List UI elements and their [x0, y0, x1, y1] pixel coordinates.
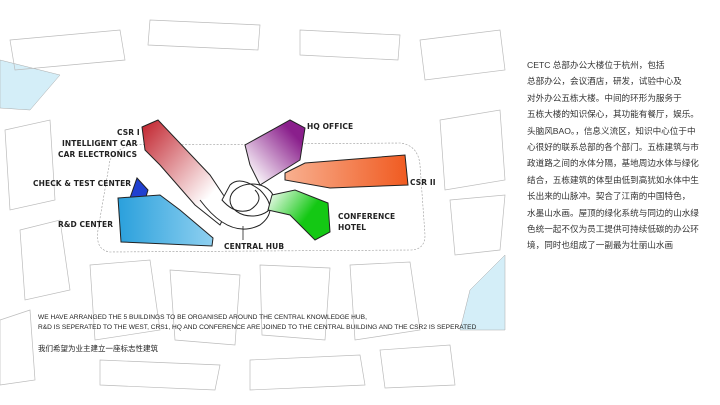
river-top-left — [0, 59, 61, 111]
project-description: CETC 总部办公大楼位于杭州，包括 总部办公，会议酒店，研发，试验中心及 对外… — [527, 57, 717, 254]
label-csr1: CSR I — [117, 128, 140, 137]
description-line: 境，同时也组成了一副最为壮丽山水画 — [527, 240, 674, 251]
description-line: 对外办公五栋大楼。中间的环形为服务于 — [527, 92, 682, 103]
description-line: 五栋大楼的知识保心，其功能有餐厅，娱乐。 — [527, 109, 699, 120]
label-central-hub: CENTRAL HUB — [224, 242, 285, 251]
site-plan-diagram — [0, 19, 506, 391]
description-line: 长出来的山脉冲。契合了江南的中国特色， — [527, 191, 691, 202]
description-line: 色统一起不仅为员工提供可持续低碳的办公环 — [527, 224, 699, 235]
label-intelligent-car: INTELLIGENT CAR — [62, 139, 138, 148]
building-csr2 — [284, 154, 409, 189]
river-bottom-right — [459, 254, 506, 331]
label-car-electronics: CAR ELECTRONICS — [58, 150, 138, 159]
description-line: 总部办公，会议酒店，研发，试验中心及 — [527, 76, 682, 87]
label-check-test-center: CHECK & TEST CENTER — [33, 179, 132, 188]
description-line: 结合，五栋建筑的体型由低到高犹如水体中生 — [527, 174, 699, 185]
building-conference — [267, 189, 331, 241]
context-buildings — [0, 19, 506, 391]
building-rd — [117, 194, 214, 247]
description-line: CETC 总部办公大楼位于杭州，包括 — [527, 60, 665, 70]
label-conference: CONFERENCE — [338, 212, 396, 221]
label-csr2: CSR II — [410, 178, 436, 187]
caption-chinese: 我们希望为业主建立一座标志性建筑 — [38, 344, 158, 353]
label-hq-office: HQ OFFICE — [307, 122, 354, 131]
label-rd-center: R&D CENTER — [58, 220, 114, 229]
description-line: 水墨山水画。屋顶的绿化系统与同边的山水绿 — [527, 207, 699, 218]
description-line: 政道路之间的水体分隔，基地周边水体与绿化 — [527, 158, 699, 169]
central-hub — [199, 180, 271, 230]
caption-line-2: R&D IS SEPERATED TO THE WEST, CRS1, HQ A… — [38, 324, 477, 331]
caption-line-1: WE HAVE ARRANGED THE 5 BUILDINGS TO BE O… — [38, 314, 367, 321]
description-line: 心很好的联系总部的各个部门。五栋建筑与市 — [527, 142, 699, 153]
label-hotel: HOTEL — [338, 223, 367, 232]
description-line: 头脑风BAO。，信息义流区，知识中心位于中 — [527, 125, 696, 136]
